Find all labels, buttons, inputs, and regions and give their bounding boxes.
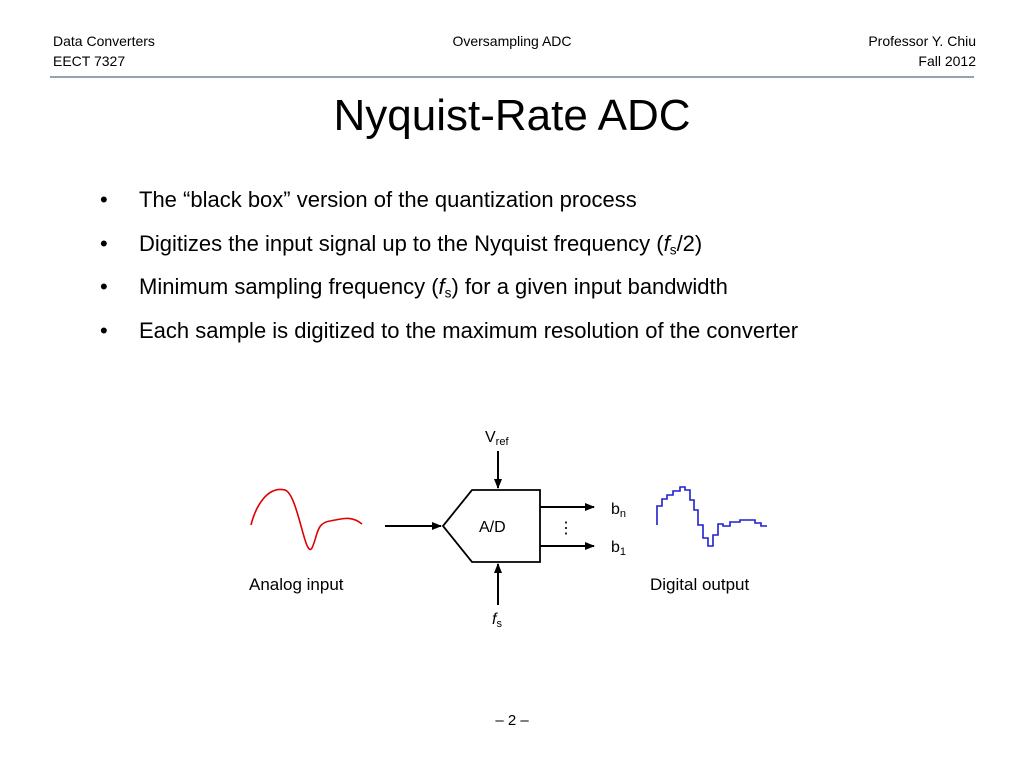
bullet-item: • The “black box” version of the quantiz… [100, 182, 798, 226]
course-code: EECT 7327 [53, 53, 126, 69]
symbol-f: f [438, 274, 445, 299]
analog-waveform [250, 488, 363, 551]
adc-block [441, 489, 541, 563]
digital-output-label: Digital output [650, 575, 750, 594]
header-divider [50, 76, 974, 78]
term: Fall 2012 [918, 53, 976, 69]
bullet-item: • Each sample is digitized to the maximu… [100, 313, 798, 357]
professor-name: Professor Y. Chiu [868, 33, 976, 49]
bullet-icon: • [100, 274, 108, 299]
bullet-text-end: /2) [676, 230, 703, 256]
b1-label: b1 [611, 539, 626, 558]
header-right: Professor Y. Chiu Fall 2012 [868, 31, 976, 71]
bullet-text: Digitizes the input signal up to the Nyq… [139, 230, 664, 256]
adc-label: A/D [479, 519, 506, 536]
vref-label: Vref [485, 429, 509, 448]
bullet-item: • Minimum sampling frequency (fs) for a … [100, 269, 798, 313]
course-name: Data Converters [53, 33, 155, 49]
bullet-item: • Digitizes the input signal up to the N… [100, 226, 798, 270]
bullet-list: • The “black box” version of the quantiz… [100, 182, 798, 356]
bullet-text: Minimum sampling frequency ( [139, 274, 439, 299]
symbol-f: f [663, 230, 670, 256]
ellipsis-vertical: ⋮ [558, 520, 574, 537]
page-number: – 2 – [495, 712, 529, 729]
symbol-subscript: s [444, 285, 452, 301]
bullet-text: The “black box” version of the quantizat… [139, 187, 637, 212]
analog-input-label: Analog input [249, 575, 344, 594]
header-topic: Oversampling ADC [452, 33, 572, 49]
bullet-icon: • [100, 317, 108, 343]
bn-label: bn [611, 501, 626, 520]
symbol-subscript: s [669, 241, 677, 257]
bullet-text: Each sample is digitized to the maximum … [139, 317, 799, 343]
fs-label: fs [492, 611, 502, 630]
bullet-icon: • [100, 230, 108, 256]
digital-waveform [656, 486, 767, 547]
slide-title: Nyquist-Rate ADC [333, 91, 691, 140]
header-left: Data Converters EECT 7327 [53, 31, 155, 71]
bullet-text-end: ) for a given input bandwidth [451, 274, 728, 299]
bullet-icon: • [100, 187, 108, 212]
